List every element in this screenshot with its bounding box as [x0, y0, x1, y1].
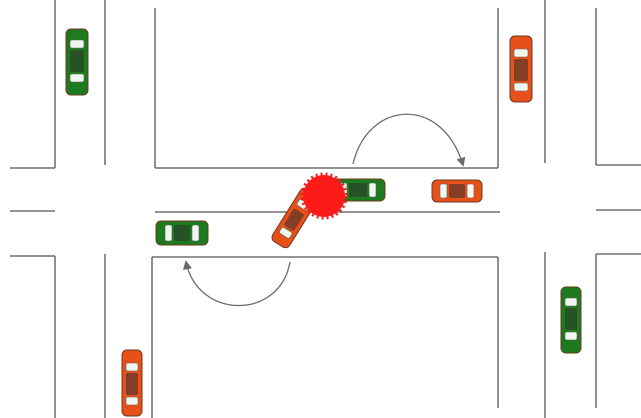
car-window [564, 297, 578, 307]
car-window [69, 39, 85, 49]
car-window [439, 183, 448, 199]
car-right-orange [431, 179, 483, 203]
car-window [69, 73, 85, 83]
car-roof [284, 208, 304, 231]
car-roof [514, 59, 528, 81]
car-roof [349, 183, 367, 197]
car-window [125, 396, 139, 406]
u-turn-arrow-bottom [183, 260, 291, 306]
car-window [125, 362, 139, 372]
car-window [279, 227, 293, 239]
car-top-right [509, 35, 533, 103]
car-left-green [155, 220, 209, 246]
car-window [368, 182, 377, 198]
car-top-left [65, 28, 89, 96]
car-roof [70, 50, 84, 72]
car-roof [174, 225, 190, 241]
u-turn-arrow-top [352, 113, 466, 167]
car-roof [565, 308, 577, 330]
car-window [164, 224, 173, 242]
car-window [564, 331, 578, 341]
collision-burst-icon [300, 172, 348, 220]
car-window [191, 224, 200, 242]
car-roof [126, 373, 138, 395]
car-roof [449, 184, 465, 198]
car-bottom-right [560, 286, 582, 354]
car-bottom-left [121, 349, 143, 417]
road-lines [10, 0, 641, 418]
car-window [466, 183, 475, 199]
car-window [513, 48, 529, 58]
car-window [513, 82, 529, 92]
